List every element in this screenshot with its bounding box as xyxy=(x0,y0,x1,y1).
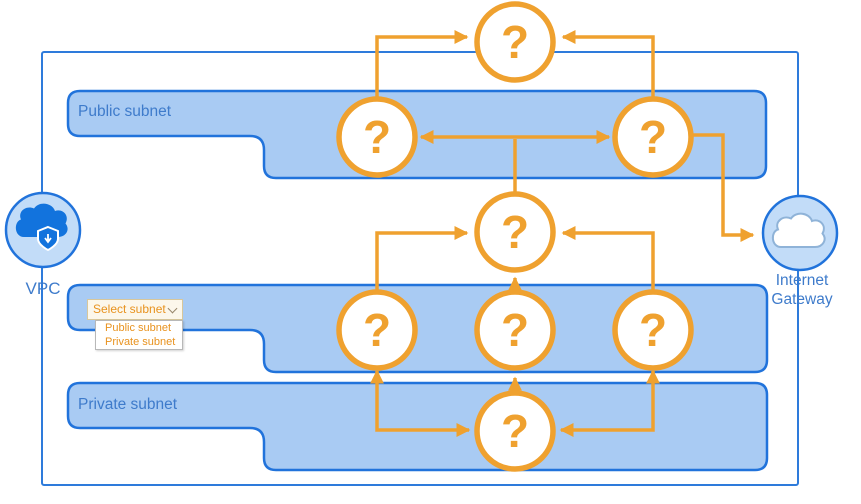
subnet-select[interactable]: Select subnet xyxy=(87,299,183,320)
subnet-option-public[interactable]: Public subnet xyxy=(105,322,172,334)
question-node-top[interactable]: ? xyxy=(474,1,556,83)
question-node-bottom[interactable]: ? xyxy=(474,390,556,472)
question-mark: ? xyxy=(363,304,391,356)
vpc-label: VPC xyxy=(25,279,61,298)
question-mark: ? xyxy=(639,304,667,356)
subnet-select-options: Public subnet Private subnet xyxy=(95,320,183,350)
chevron-down-icon xyxy=(167,303,178,314)
connector-middle-right-to-center xyxy=(561,226,655,291)
internet-gateway-icon xyxy=(761,194,839,272)
public-subnet-label: Public subnet xyxy=(78,103,172,120)
subnet-select-value: Select subnet xyxy=(93,302,166,316)
question-mark: ? xyxy=(363,111,391,163)
question-mark: ? xyxy=(501,16,529,68)
connector-bottom-right xyxy=(559,369,660,437)
question-node-middle-center[interactable]: ? xyxy=(474,289,556,371)
question-node-public-left[interactable]: ? xyxy=(336,96,418,178)
connectors xyxy=(370,30,755,437)
question-node-middle-left[interactable]: ? xyxy=(336,289,418,371)
question-mark: ? xyxy=(639,111,667,163)
question-mark: ? xyxy=(501,405,529,457)
connector-bottom-left xyxy=(370,369,471,437)
question-mark: ? xyxy=(501,206,529,258)
question-node-public-right[interactable]: ? xyxy=(612,96,694,178)
question-node-middle-right[interactable]: ? xyxy=(612,289,694,371)
question-mark: ? xyxy=(501,304,529,356)
connector-public-right-to-top xyxy=(561,30,655,100)
connector-middle-left-to-center xyxy=(375,226,469,291)
question-node-center[interactable]: ? xyxy=(474,191,556,273)
internet-gateway-label: Internet Gateway xyxy=(771,272,833,308)
vpc-icon xyxy=(4,191,82,269)
connector-to-internet-gateway xyxy=(691,133,755,242)
subnet-option-private[interactable]: Private subnet xyxy=(105,336,176,348)
connector-public-left-to-top xyxy=(375,30,469,100)
private-subnet-label: Private subnet xyxy=(78,396,178,413)
